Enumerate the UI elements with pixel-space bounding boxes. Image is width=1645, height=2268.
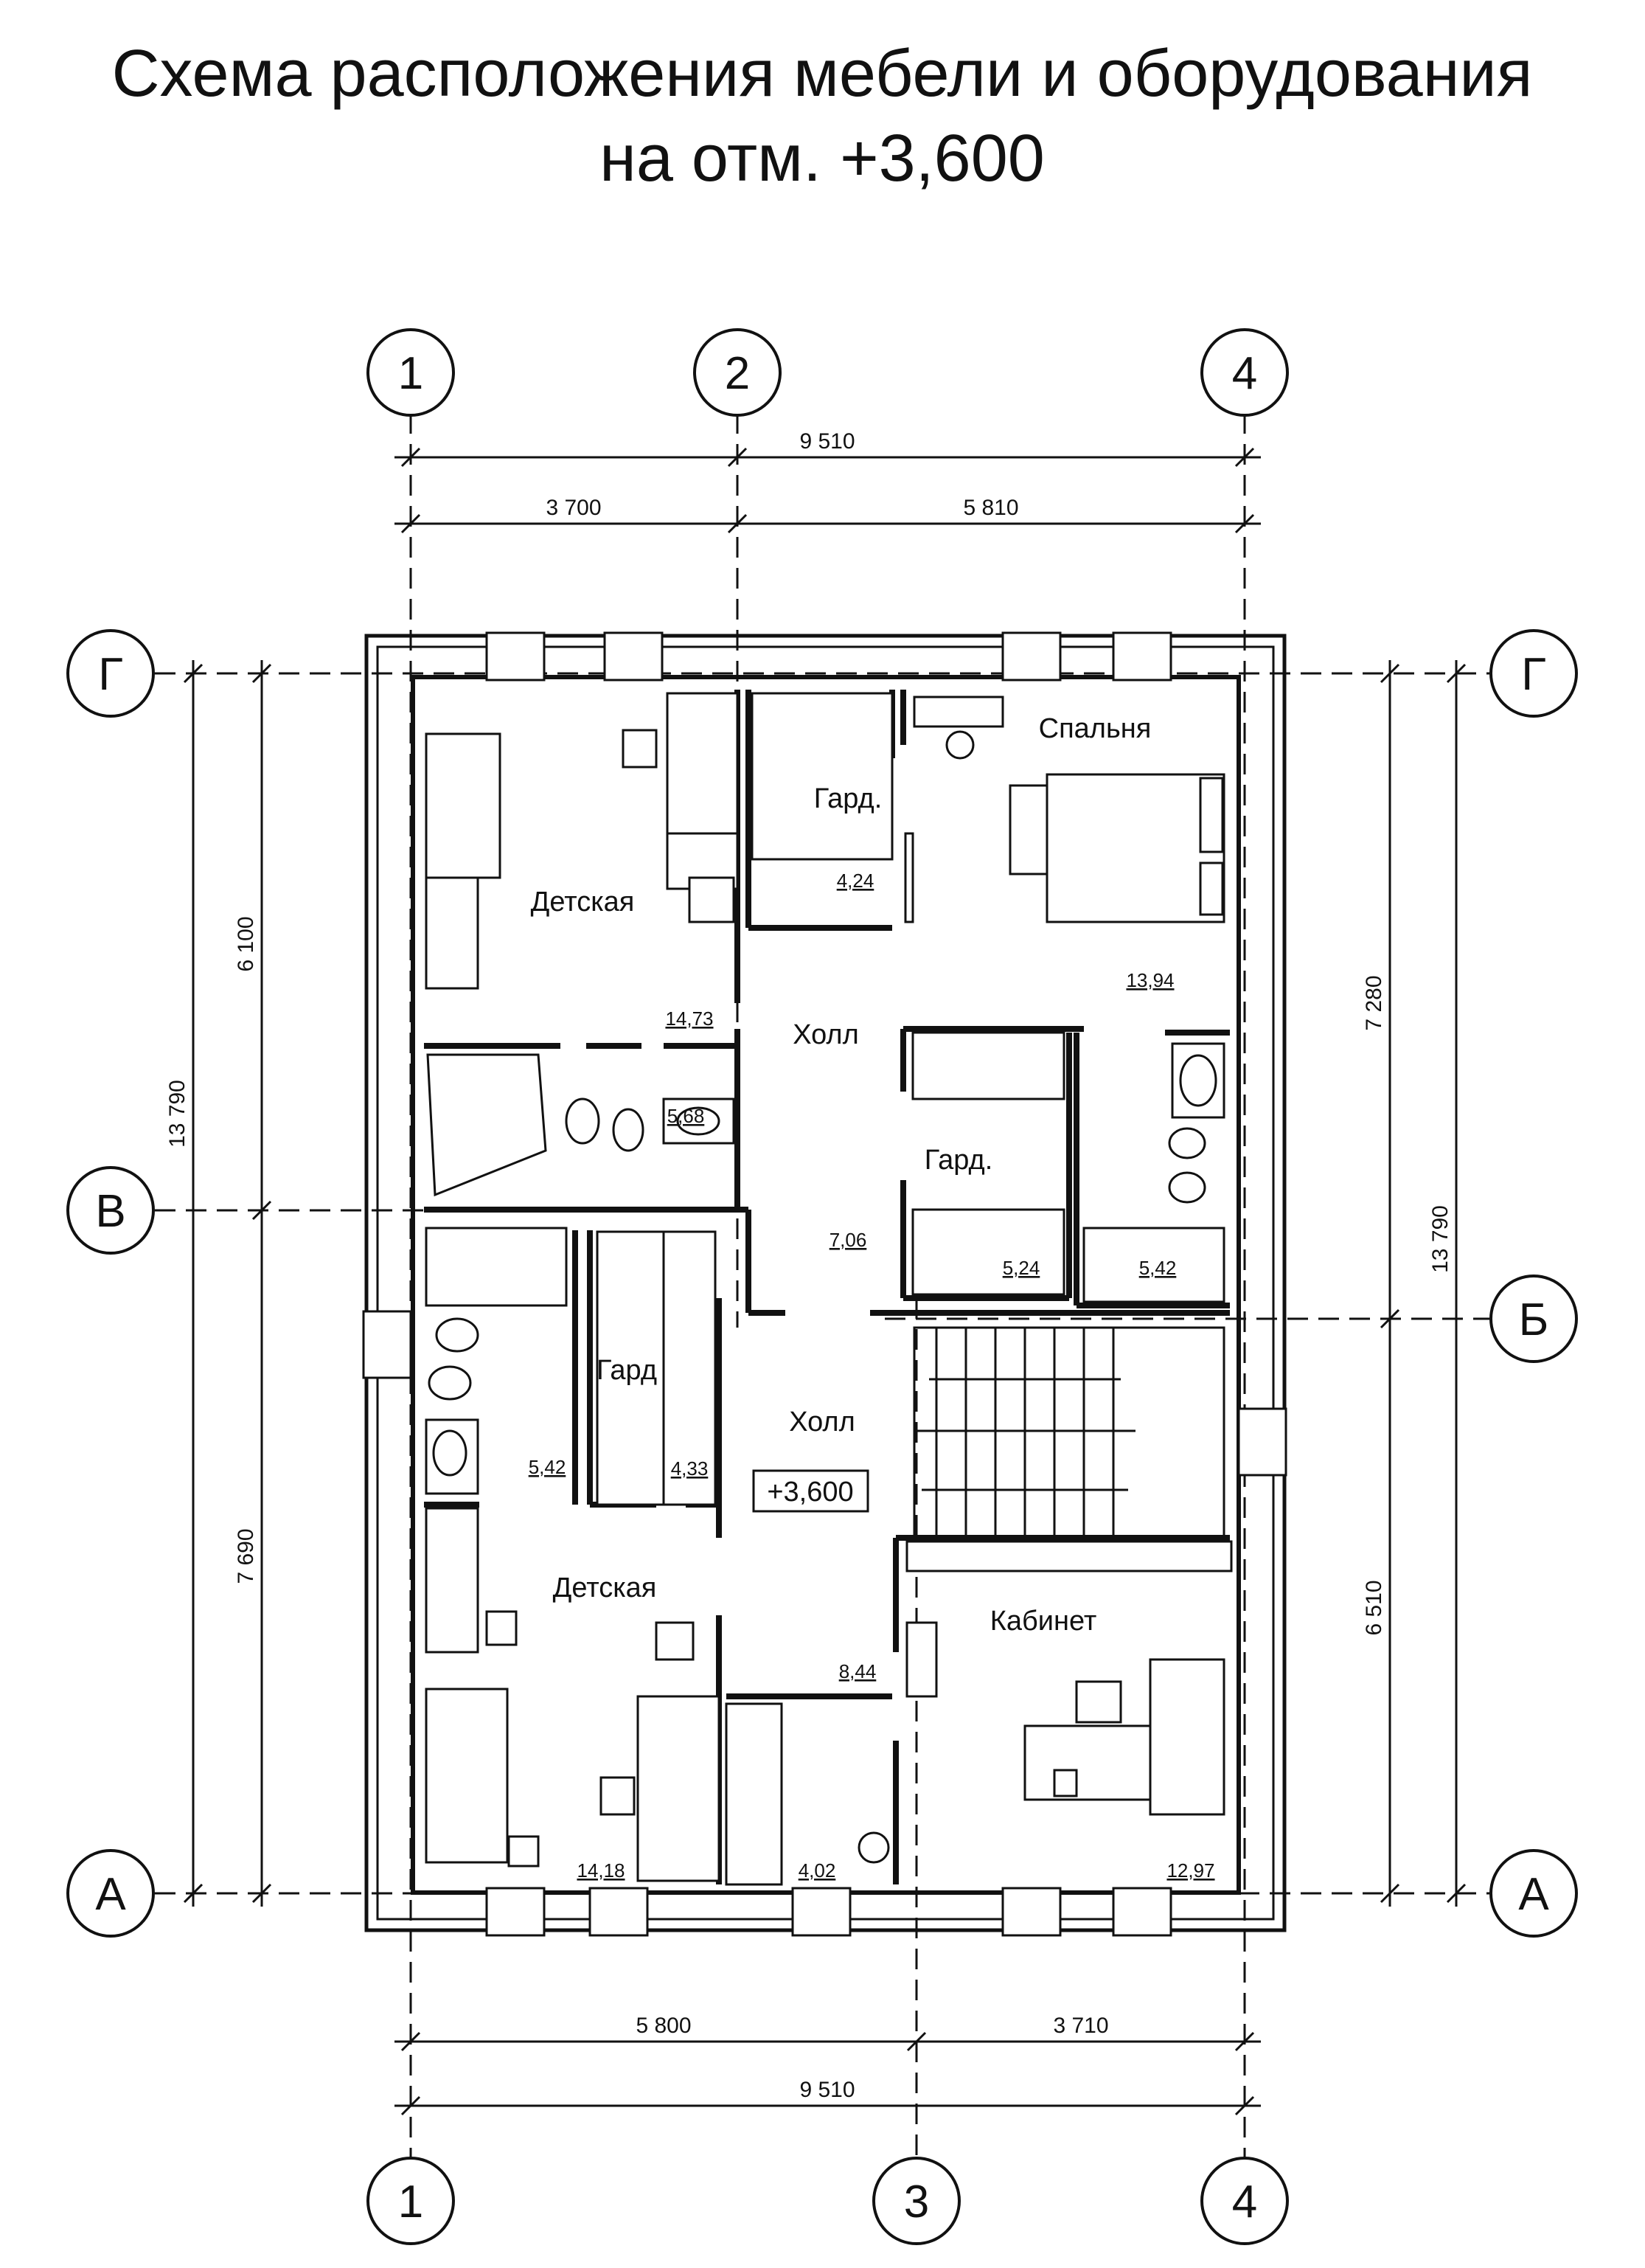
title-line-1: Схема расположения мебели и оборудования xyxy=(112,37,1533,111)
dimension-label: 5 810 xyxy=(963,496,1018,520)
area-spalnya: 13,94 xyxy=(1126,969,1174,991)
area-kabinet: 12,97 xyxy=(1166,1859,1214,1882)
area-holl-top: 7,06 xyxy=(830,1229,867,1251)
axis-bubble-left-A: А xyxy=(66,1849,155,1938)
axis-bubble-bottom-1: 1 xyxy=(366,2157,455,2245)
dimension-right-split: 7 280 6 510 xyxy=(1362,660,1400,1907)
room-name-detskaya-top: Детская xyxy=(531,887,635,918)
axis-label: 3 xyxy=(904,2177,929,2227)
title-line-2: на отм. +3,600 xyxy=(599,122,1045,195)
dimension-label: 7 280 xyxy=(1362,975,1386,1030)
axis-label: 4 xyxy=(1232,348,1257,399)
room-name-kabinet: Кабинет xyxy=(990,1606,1097,1637)
room-name-spalnya: Спальня xyxy=(1039,713,1152,744)
room-name-gard-top: Гард. xyxy=(814,783,883,814)
dimension-label: 3 710 xyxy=(1053,2014,1108,2038)
area-detskaya-top: 14,73 xyxy=(665,1008,713,1030)
dimension-label: 13 790 xyxy=(165,1080,189,1148)
axis-bubble-top-1: 1 xyxy=(366,328,455,417)
dimension-bottom-total: 9 510 xyxy=(394,2078,1261,2116)
furniture xyxy=(425,692,1233,1886)
dimension-label: 3 700 xyxy=(546,496,601,520)
axis-label: 4 xyxy=(1232,2177,1257,2227)
dimension-label: 6 100 xyxy=(234,916,258,971)
area-bath-right: 5,42 xyxy=(1139,1257,1177,1279)
axis-label: А xyxy=(1518,1869,1549,1920)
dimension-label: 7 690 xyxy=(234,1528,258,1584)
dimension-top-total: 9 510 xyxy=(394,429,1261,468)
axis-bubble-left-V: В xyxy=(66,1166,155,1255)
dimension-bottom-split: 5 800 3 710 xyxy=(394,2014,1261,2052)
dimension-label: 6 510 xyxy=(1362,1580,1386,1635)
level-mark-text: +3,600 xyxy=(767,1477,853,1508)
room-name-holl-low: Холл xyxy=(789,1407,855,1438)
axis-label: В xyxy=(95,1186,125,1237)
axis-label: 1 xyxy=(398,2177,423,2227)
room-areas: 14,73 4,24 13,94 5,68 7,06 5,24 5,42 5,4… xyxy=(529,870,1215,1882)
area-bath-top-left: 5,68 xyxy=(667,1105,705,1127)
windows xyxy=(362,631,1287,1937)
axis-label: Г xyxy=(1521,649,1546,700)
staircase xyxy=(913,1326,1225,1543)
axis-bubble-bottom-3: 3 xyxy=(872,2157,961,2245)
axis-label: Г xyxy=(98,649,123,700)
axis-label: Б xyxy=(1519,1294,1549,1345)
room-name-detskaya-low: Детская xyxy=(553,1572,657,1603)
axis-bubble-left-G: Г xyxy=(66,629,155,718)
room-labels: Детская Гард. Спальня Холл Гард. Гард Хо… xyxy=(531,713,1152,1637)
level-mark: +3,600 xyxy=(752,1469,869,1513)
dimension-label: 13 790 xyxy=(1428,1205,1453,1273)
area-closet-low: 4,02 xyxy=(799,1859,836,1882)
dimension-label: 5 800 xyxy=(636,2014,691,2038)
dimension-top-split: 3 700 5 810 xyxy=(394,496,1261,534)
room-name-gard-mid: Гард. xyxy=(925,1145,993,1176)
area-holl-low: 8,44 xyxy=(839,1660,877,1682)
axis-bubble-top-2: 2 xyxy=(693,328,782,417)
room-name-holl-top: Холл xyxy=(793,1019,859,1050)
dimension-right-total: 13 790 xyxy=(1428,660,1467,1907)
area-gard-top: 4,24 xyxy=(837,870,874,892)
axis-label: 2 xyxy=(725,348,750,399)
area-gard-mid: 5,24 xyxy=(1003,1257,1040,1279)
axis-bubble-right-B: Б xyxy=(1489,1275,1578,1363)
room-name-gard-low: Гард xyxy=(597,1355,657,1386)
dimension-left-split: 6 100 7 690 xyxy=(234,660,272,1907)
axis-label: 1 xyxy=(398,348,423,399)
area-detskaya-low: 14,18 xyxy=(577,1859,625,1882)
axis-bubble-bottom-4: 4 xyxy=(1200,2157,1289,2245)
axis-bubble-right-G: Г xyxy=(1489,629,1578,718)
axis-bubble-top-4: 4 xyxy=(1200,328,1289,417)
axis-bubble-right-A: А xyxy=(1489,1849,1578,1938)
area-gard-low: 4,33 xyxy=(671,1457,709,1480)
dimension-label: 9 510 xyxy=(799,2078,855,2102)
axis-label: А xyxy=(95,1869,126,1920)
area-bath-left: 5,42 xyxy=(529,1456,566,1478)
dimension-label: 9 510 xyxy=(799,429,855,454)
dimension-left-total: 13 790 xyxy=(165,660,204,1907)
